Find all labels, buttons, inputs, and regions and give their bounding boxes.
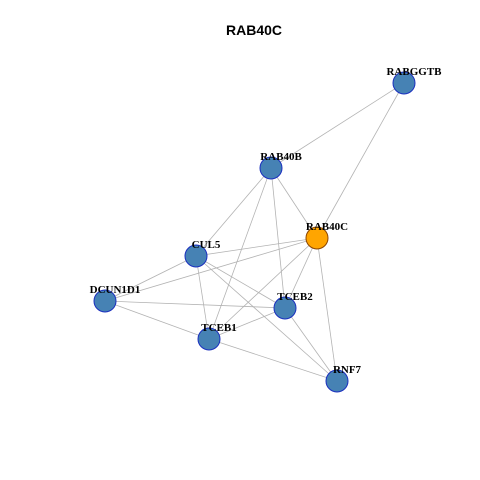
edges-layer — [104, 82, 405, 382]
node-rab40c — [305, 226, 329, 250]
node-rabggtb — [392, 71, 416, 95]
edge-rab40b-tceb2 — [270, 167, 286, 309]
nodes-layer — [93, 71, 416, 393]
edge-rabggtb-rab40c — [316, 82, 405, 239]
node-dcun1d1 — [93, 289, 117, 313]
node-cul5 — [184, 244, 208, 268]
edge-tceb2-rnf7 — [284, 307, 338, 382]
node-label-dcun1d1: DCUN1D1 — [90, 284, 141, 296]
node-rnf7 — [325, 369, 349, 393]
node-label-rabggtb: RABGGTB — [386, 66, 442, 78]
node-label-rnf7: RNF7 — [333, 364, 362, 376]
edge-cul5-tceb1 — [195, 255, 210, 340]
edge-dcun1d1-tceb1 — [104, 300, 210, 340]
node-tceb2 — [273, 296, 297, 320]
node-label-tceb2: TCEB2 — [277, 291, 313, 303]
edge-rab40c-rnf7 — [316, 237, 338, 382]
edge-tceb1-rnf7 — [208, 338, 338, 382]
node-label-rab40c: RAB40C — [306, 221, 348, 233]
edge-rab40c-tceb1 — [208, 237, 318, 340]
edge-dcun1d1-tceb2 — [104, 300, 286, 309]
edge-rab40b-rab40c — [270, 167, 318, 239]
graph-title: RAB40C — [226, 22, 282, 38]
edge-cul5-dcun1d1 — [104, 255, 197, 302]
edge-rab40b-tceb1 — [208, 167, 272, 340]
node-label-tceb1: TCEB1 — [201, 322, 236, 334]
labels-layer: RABGGTB RAB40B RAB40C CUL5DCUN1D1TCEB2TCEB1… — [90, 66, 443, 376]
edge-rab40b-cul5 — [195, 167, 272, 257]
edge-rab40c-cul5 — [195, 237, 318, 257]
node-tceb1 — [197, 327, 221, 351]
edge-cul5-tceb2 — [195, 255, 286, 309]
edge-cul5-rnf7 — [195, 255, 338, 382]
edge-rabggtb-rab40b — [270, 82, 405, 169]
node-rab40b — [259, 156, 283, 180]
node-label-rab40b: RAB40B — [260, 151, 302, 163]
node-label-cul5: CUL5 — [192, 239, 221, 251]
edge-tceb2-tceb1 — [208, 307, 286, 340]
edge-rab40c-tceb2 — [284, 237, 318, 309]
